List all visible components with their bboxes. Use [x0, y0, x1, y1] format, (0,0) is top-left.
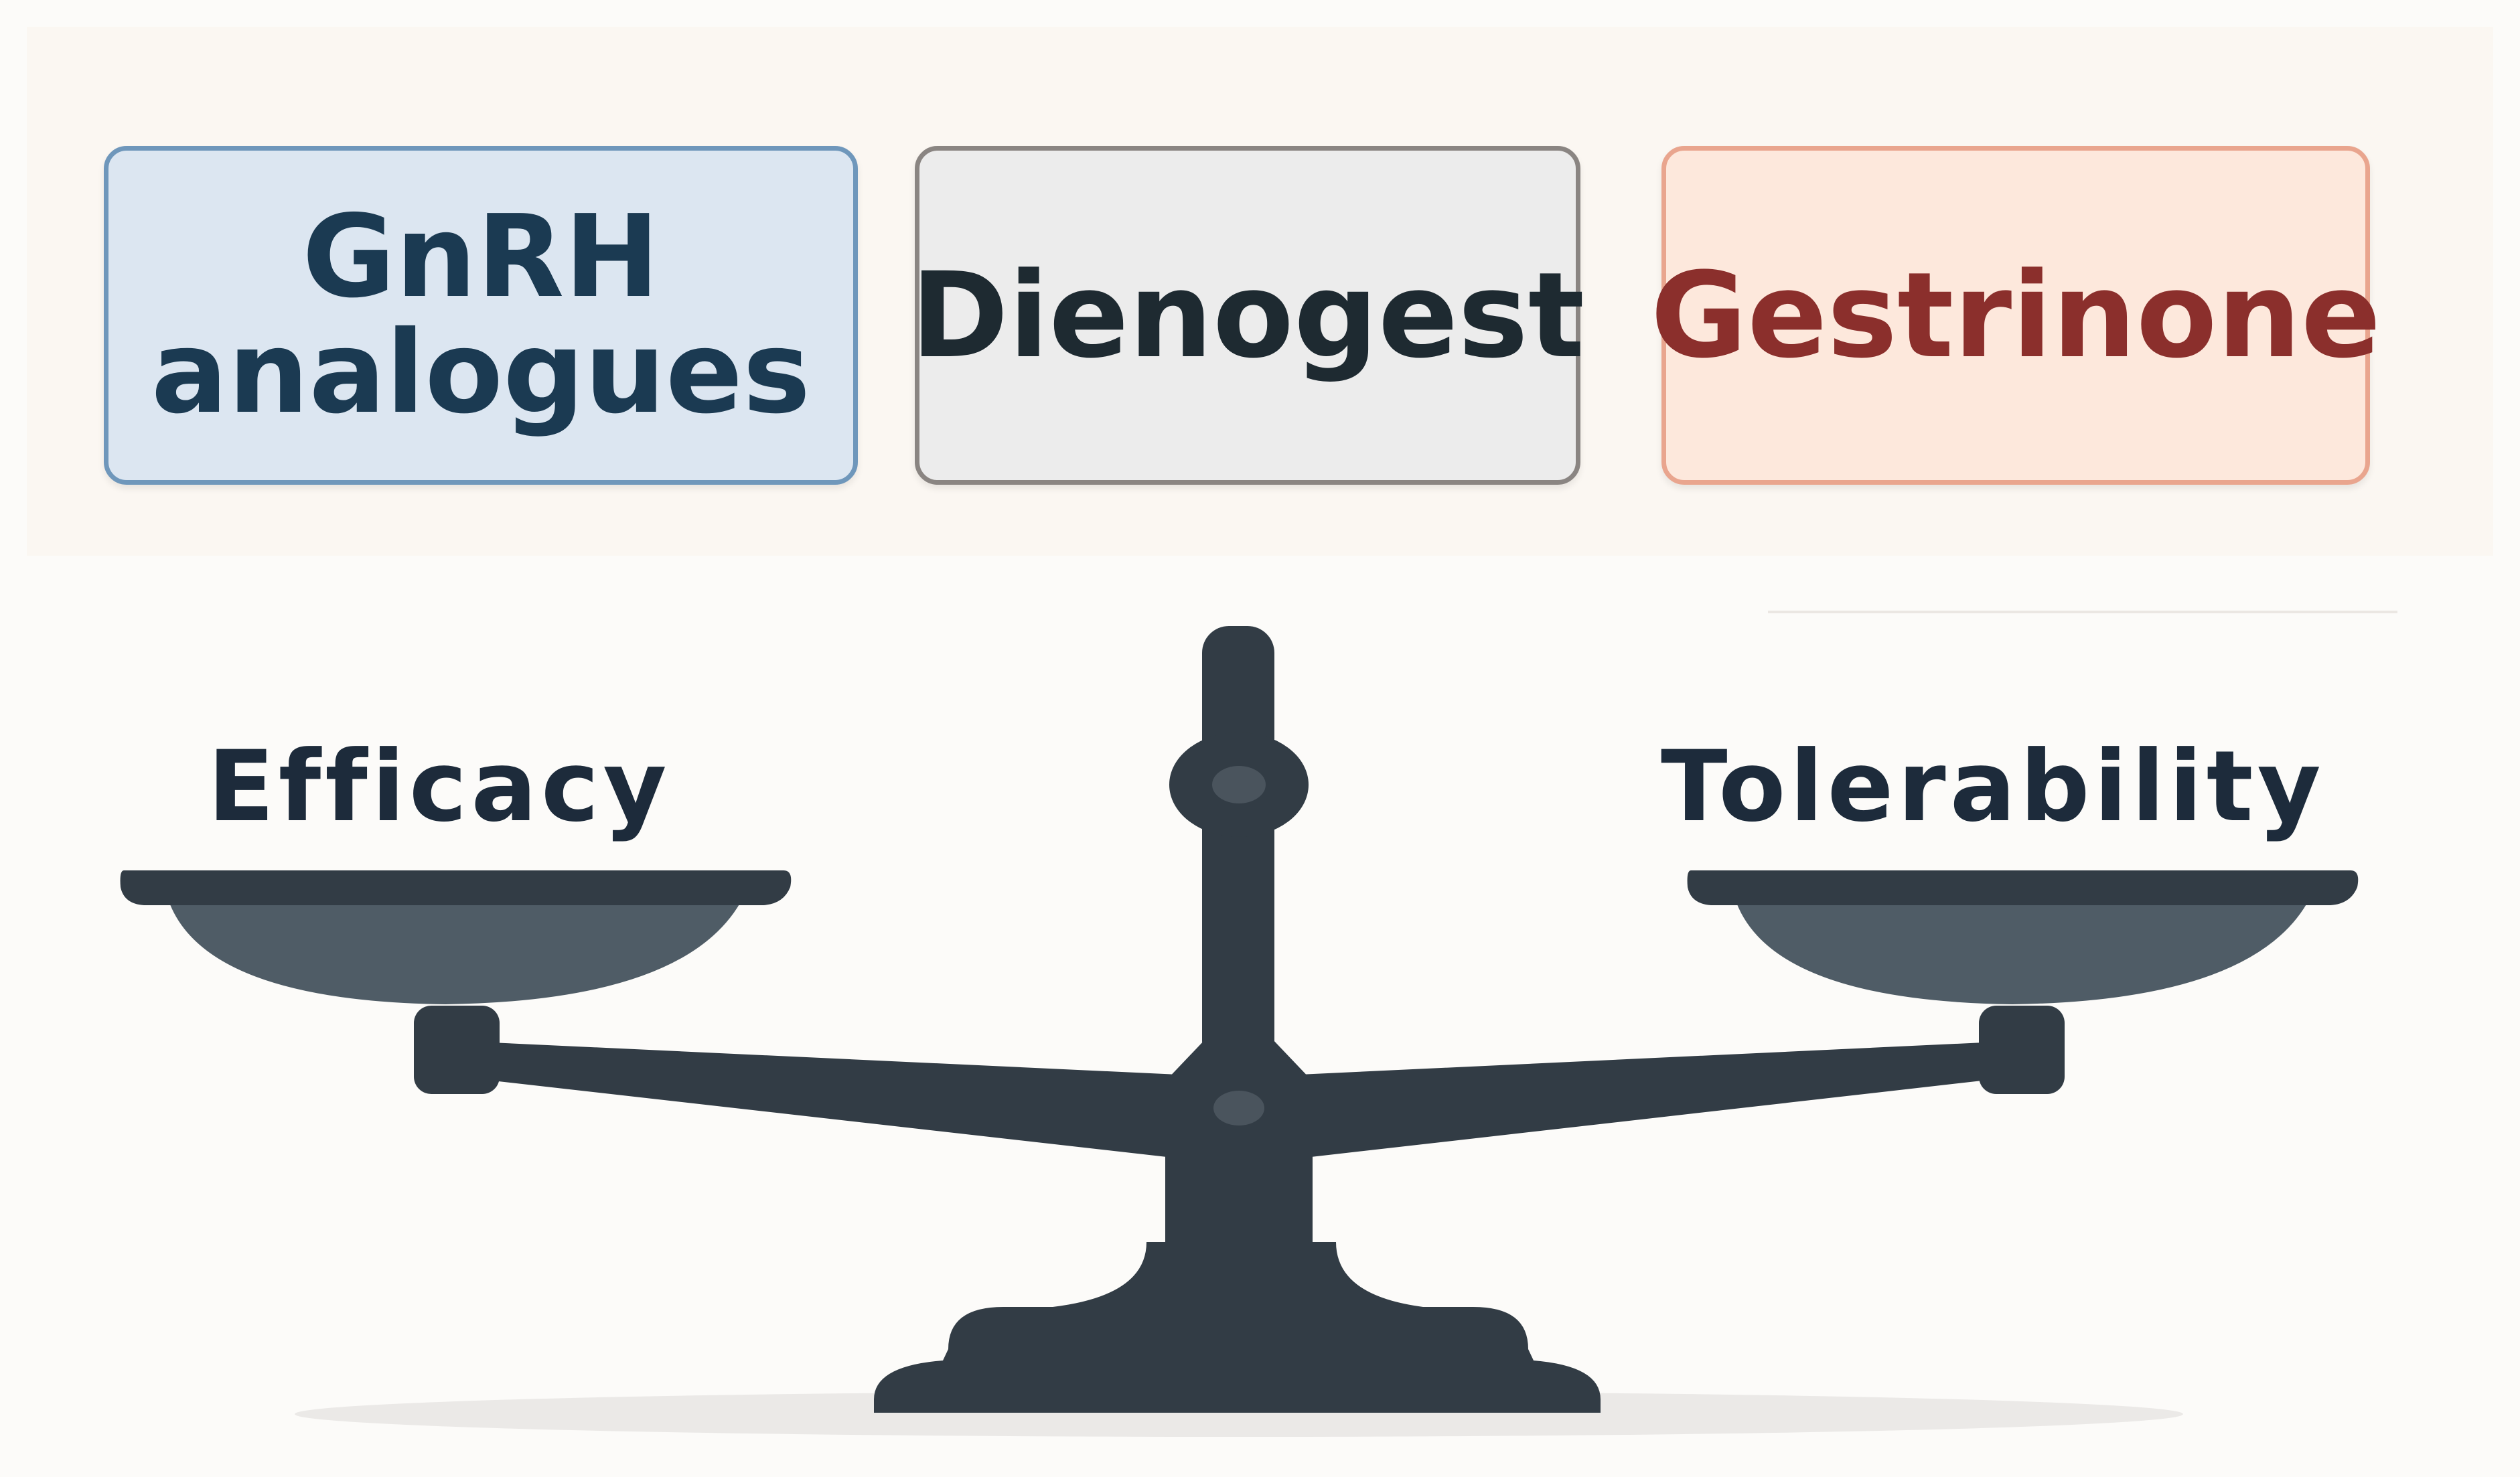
scale-hub-rivet — [1213, 1091, 1264, 1125]
gestrinone-label: Gestrinone — [1650, 246, 2381, 384]
left-pan-bowl — [167, 897, 743, 1004]
gnrh-analogues-line-2: analogues — [151, 307, 811, 439]
divider-line — [1768, 611, 2397, 613]
dienogest-box: Dienogest — [911, 146, 1584, 485]
scale-beam-left — [462, 1041, 1179, 1158]
scale-knob-inner — [1212, 766, 1266, 803]
left-pan-rim — [120, 870, 792, 905]
scale-base — [874, 1242, 1601, 1413]
right-pan-rim — [1687, 870, 2359, 905]
efficacy-label: Efficacy — [208, 730, 671, 844]
scale-floor-shadow — [295, 1391, 2183, 1437]
right-pan-bowl — [1734, 897, 2310, 1004]
scale-post — [1202, 626, 1274, 1068]
tolerability-label: Tolerability — [1661, 730, 2325, 844]
gestrinone-box: Gestrinone — [1651, 146, 2381, 485]
gnrh-analogues-box: GnRH analogues — [104, 146, 858, 485]
scale-beam-right — [1299, 1041, 2012, 1158]
gnrh-analogues-label: GnRH analogues — [125, 199, 838, 432]
dienogest-label: Dienogest — [910, 246, 1585, 384]
left-pan-hanger — [414, 1006, 500, 1094]
gnrh-analogues-line-1: GnRH — [302, 190, 660, 323]
right-pan-hanger — [1979, 1006, 2065, 1094]
scale-lower-column — [1165, 1152, 1313, 1252]
